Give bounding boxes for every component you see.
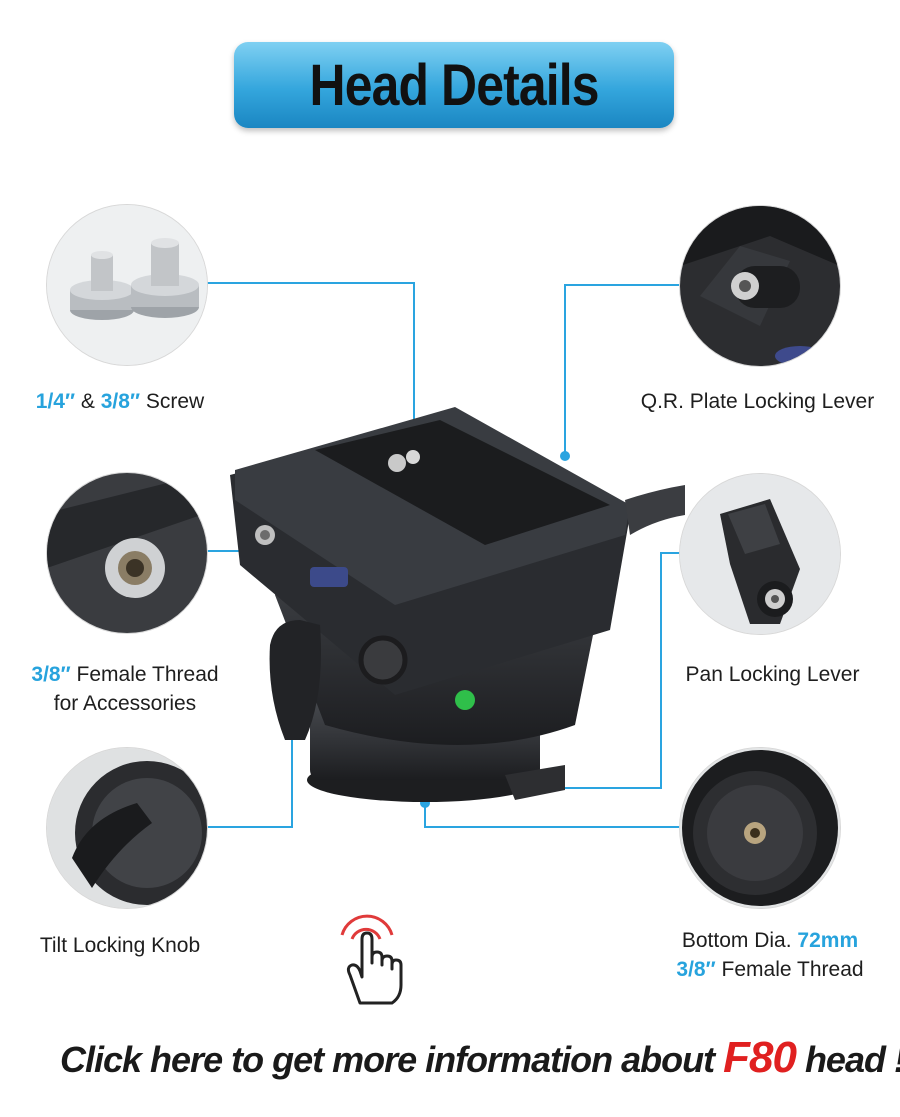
bottom-label: Bottom Dia. 72mm 3/8″ Female Thread — [640, 926, 900, 984]
screw-text: Screw — [145, 390, 205, 413]
qr-lever-text: Q.R. Plate Locking Lever — [640, 390, 875, 413]
cta-suffix: head ! — [804, 1039, 900, 1080]
screw-label: 1/4″ & 3/8″ Screw — [20, 387, 220, 416]
screw-amp: & — [80, 390, 95, 413]
pan-lever-detail-image — [680, 474, 840, 634]
title-banner: Head Details — [234, 42, 674, 128]
bottom-detail-image — [680, 748, 840, 908]
thread-text: Female Thread — [76, 663, 219, 686]
female-thread-detail-image — [47, 473, 207, 633]
cta-brand: F80 — [723, 1033, 797, 1082]
bottom-dia-value: 72mm — [797, 929, 859, 952]
bottom-dia-text: Bottom Dia. — [681, 929, 792, 952]
thread-subtext: for Accessories — [53, 692, 197, 715]
qr-lever-label: Q.R. Plate Locking Lever — [615, 387, 900, 416]
tilt-knob-detail-image — [47, 748, 207, 908]
tilt-knob-text: Tilt Locking Knob — [39, 934, 201, 957]
pan-lever-label: Pan Locking Lever — [660, 660, 885, 689]
screw-size-b: 3/8″ — [100, 390, 141, 413]
screw-detail-image — [47, 205, 207, 365]
cta-text: Click here to get more information about — [60, 1039, 715, 1080]
bottom-thread-text: Female Thread — [721, 958, 864, 981]
tap-hand-icon[interactable] — [330, 905, 408, 1010]
video-head-product — [230, 407, 685, 802]
screw-size-a: 1/4″ — [35, 390, 76, 413]
female-thread-label: 3/8″ Female Thread for Accessories — [10, 660, 240, 718]
more-info-link[interactable]: Click here to get more information about… — [60, 1033, 900, 1083]
tilt-knob-label: Tilt Locking Knob — [15, 931, 225, 960]
qr-callout-line — [564, 284, 680, 456]
qr-lever-detail-image — [680, 206, 840, 366]
pan-callout-line — [535, 552, 680, 789]
bottom-callout-line — [424, 803, 680, 828]
thread-size: 3/8″ — [31, 663, 71, 686]
page-title: Head Details — [309, 52, 599, 118]
screw-callout-line — [207, 282, 415, 467]
bottom-thread-size: 3/8″ — [676, 958, 716, 981]
pan-lever-text: Pan Locking Lever — [685, 663, 860, 686]
